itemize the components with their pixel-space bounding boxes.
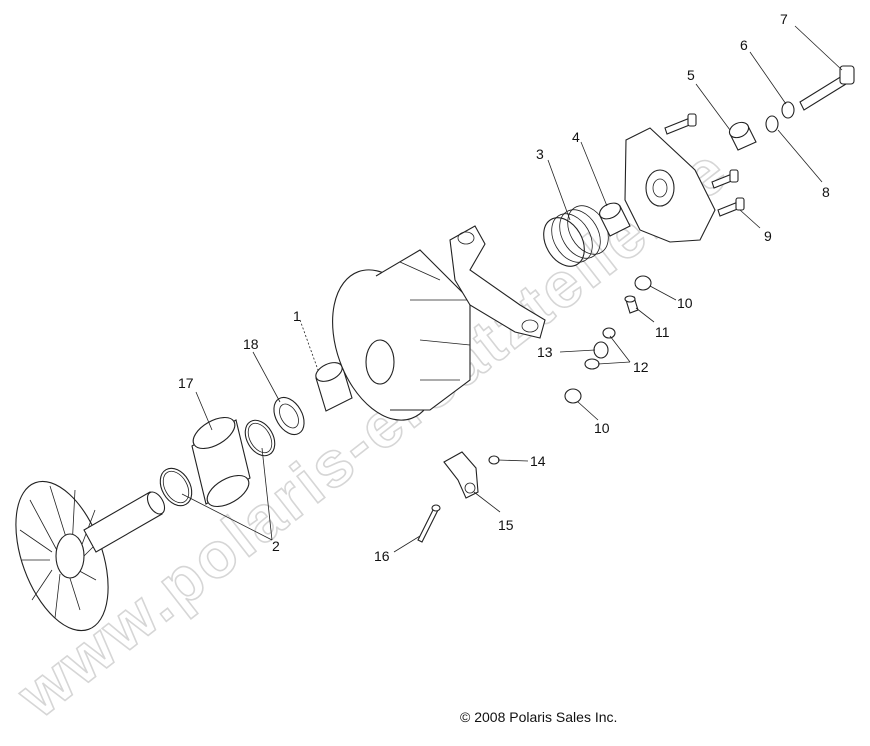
bushing-1: [315, 362, 353, 412]
nut-14: [488, 455, 500, 465]
bushing-4: [599, 202, 631, 237]
callout-10a: 10: [677, 295, 693, 311]
callout-8: 8: [822, 184, 830, 200]
copyright-notice: © 2008 Polaris Sales Inc.: [460, 709, 618, 725]
leader-lines: [181, 25, 843, 553]
roller-13: [593, 341, 609, 359]
watermark-text: www.polaris-ersatzteile.de: [4, 133, 742, 732]
spider-arm: [449, 225, 546, 339]
callout-labels: 1 2 3 4 5 6 7 8 9 10 11 12 13 10 14 15 1…: [178, 11, 830, 564]
washer-6: [781, 101, 795, 119]
bolt-7: [799, 65, 855, 111]
snap-ring-2a: [159, 467, 193, 507]
callout-2: 2: [272, 538, 280, 554]
callout-11: 11: [655, 324, 670, 340]
roller-10a: [634, 275, 652, 291]
cover-plate: [624, 127, 716, 243]
callout-1: 1: [293, 308, 301, 324]
pin-16: [417, 504, 441, 543]
cover-bolts: [664, 113, 745, 217]
callout-5: 5: [687, 67, 695, 83]
callout-7: 7: [780, 11, 788, 27]
washer-12b: [584, 358, 600, 370]
seal-18: [273, 396, 305, 436]
callout-15: 15: [498, 517, 514, 533]
callout-12: 12: [633, 359, 649, 375]
spacer-5: [728, 121, 757, 151]
callout-9: 9: [764, 228, 772, 244]
callout-13: 13: [537, 344, 553, 360]
callout-18: 18: [243, 336, 259, 352]
callout-3: 3: [536, 146, 544, 162]
washer-12a: [602, 327, 616, 339]
pin-11: [624, 295, 639, 314]
roller-10b: [564, 388, 582, 404]
callout-16: 16: [374, 548, 390, 564]
snap-ring-2b: [244, 419, 276, 457]
sleeve-17: [191, 416, 251, 508]
callout-10b: 10: [594, 420, 610, 436]
primary-sheave: [332, 249, 471, 421]
callout-4: 4: [572, 129, 580, 145]
callout-6: 6: [740, 37, 748, 53]
washer-8: [765, 115, 779, 133]
callout-17: 17: [178, 375, 194, 391]
flyweight-15: [443, 451, 479, 499]
callout-14: 14: [530, 453, 546, 469]
moveable-sheave-fan: [15, 480, 166, 632]
